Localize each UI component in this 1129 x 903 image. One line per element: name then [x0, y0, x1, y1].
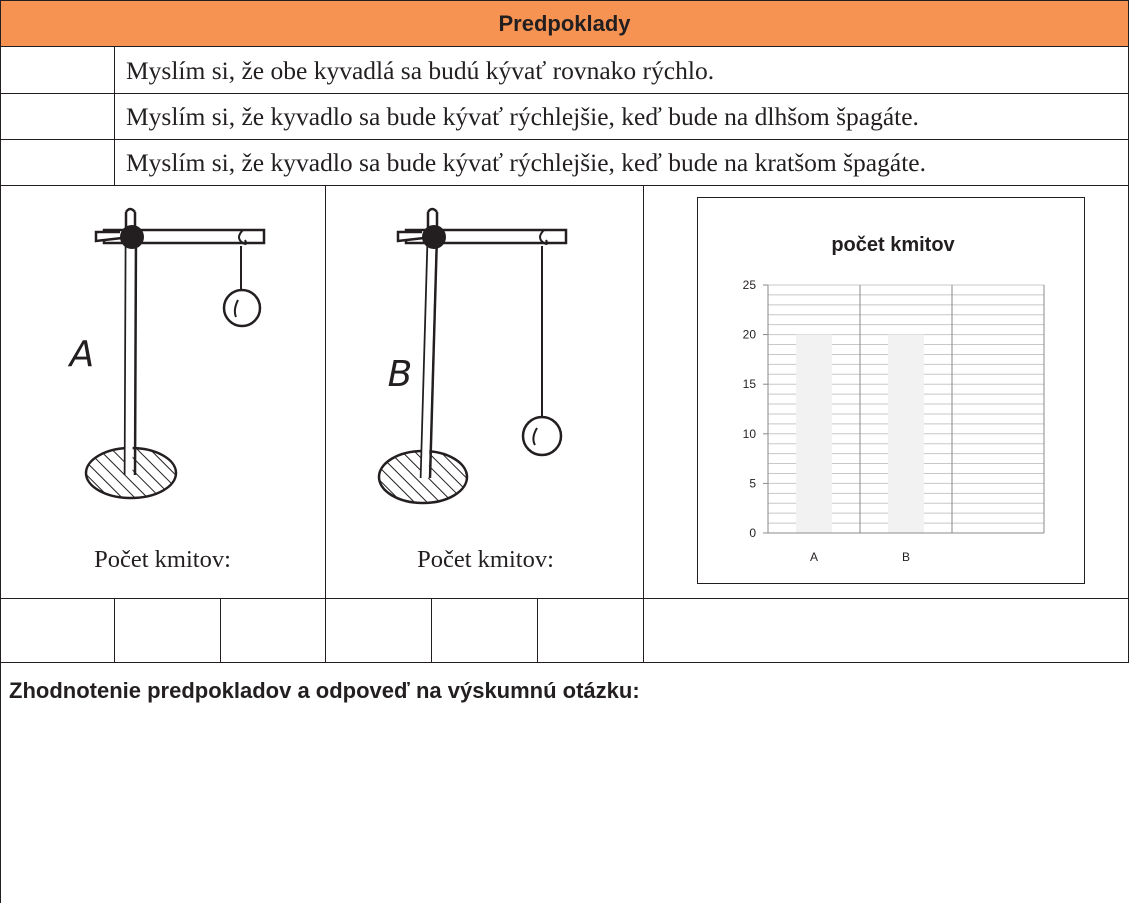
tally-divider-4	[537, 598, 538, 662]
tally-cell-b-3[interactable]	[538, 599, 643, 662]
chart-y-tick-label: 5	[749, 476, 756, 490]
prediction-checkbox-2[interactable]	[1, 94, 114, 139]
pendulum-a-letter: A	[64, 324, 104, 375]
prediction-text-2: Myslím si, že kyvadlo sa bude kývať rých…	[126, 102, 919, 131]
chart-x-label: A	[810, 550, 818, 564]
row-divider-3	[0, 185, 1129, 186]
evaluation-title: Zhodnotenie predpokladov a odpoveď na vý…	[9, 678, 640, 703]
evaluation-answer-area[interactable]	[1, 715, 1128, 903]
tally-cell-a-3[interactable]	[221, 599, 325, 662]
chart-y-tick-label: 10	[743, 427, 757, 441]
pendulum-b-count-label: Počet kmitov:	[417, 546, 554, 573]
pendulum-a-count-label: Počet kmitov:	[94, 546, 231, 573]
tally-cell-a-1[interactable]	[1, 599, 114, 662]
svg-text:B: B	[388, 354, 413, 394]
pendulum-divider-2	[643, 185, 644, 662]
table-left-border	[0, 0, 1, 903]
chart-x-label: B	[902, 550, 910, 564]
prediction-text-3: Myslím si, že kyvadlo sa bude kývať rých…	[126, 148, 926, 177]
row-divider-4	[0, 598, 1129, 599]
pendulum-b-drawing	[377, 207, 568, 505]
tally-cell-a-2[interactable]	[115, 599, 220, 662]
chart-bar	[888, 334, 924, 533]
row-divider-1	[0, 93, 1129, 94]
chart-bar	[796, 334, 832, 533]
checkbox-column-divider	[114, 47, 115, 185]
tally-divider-2	[220, 598, 221, 662]
chart-y-ticks: 0 5 10 15 20 25	[743, 278, 768, 540]
pendulum-a-drawing	[84, 207, 266, 500]
prediction-checkbox-1[interactable]	[1, 48, 114, 93]
prediction-text-1: Myslím si, že obe kyvadlá sa budú kývať …	[126, 56, 715, 85]
pendulum-divider-1	[325, 185, 326, 662]
row-divider-5	[0, 662, 1129, 663]
tally-cell-b-1[interactable]	[326, 599, 431, 662]
chart-axes	[767, 285, 1044, 534]
chart-bars	[796, 334, 924, 533]
prediction-checkbox-3[interactable]	[1, 140, 114, 185]
pendulum-b-letter: B	[382, 344, 422, 395]
predictions-header: Predpoklady	[0, 0, 1129, 47]
tally-divider-3	[431, 598, 432, 662]
tally-divider-1	[114, 598, 115, 662]
chart-y-tick-label: 20	[743, 328, 757, 342]
chart-y-tick-label: 25	[743, 278, 757, 292]
chart-y-tick-label: 15	[743, 377, 757, 391]
chart-title: počet kmitov	[831, 234, 955, 256]
chart-y-tick-label: 0	[749, 526, 756, 540]
svg-text:A: A	[68, 334, 95, 374]
tally-cell-b-2[interactable]	[432, 599, 537, 662]
row-divider-2	[0, 139, 1129, 140]
